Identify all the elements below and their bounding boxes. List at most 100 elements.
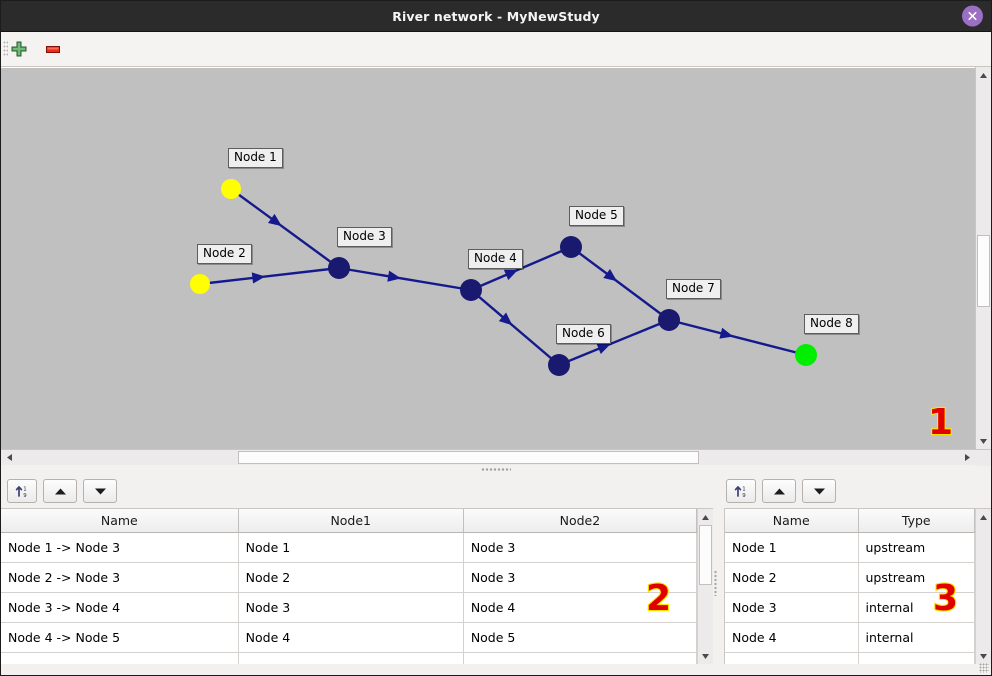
- table-cell[interactable]: Node 1: [725, 532, 859, 563]
- nodes-vscroll-track[interactable]: [976, 525, 991, 648]
- nodes-scroll-up-icon[interactable]: [976, 509, 991, 525]
- nodes-column-header[interactable]: Type: [858, 509, 975, 533]
- delete-node-icon[interactable]: [43, 39, 63, 59]
- nodes-vertical-scrollbar[interactable]: [975, 509, 991, 664]
- table-cell[interactable]: internal: [858, 592, 975, 623]
- annotation-marker-2: 2: [645, 577, 672, 620]
- reaches-vertical-scrollbar[interactable]: [697, 509, 713, 664]
- table-cell[interactable]: Node 3: [725, 592, 859, 623]
- graph-node-label[interactable]: Node 7: [666, 279, 721, 299]
- nodes-move-down-button[interactable]: [802, 479, 836, 503]
- graph-edge[interactable]: [338, 266, 472, 292]
- reaches-column-header[interactable]: Node2: [463, 509, 698, 533]
- table-cell[interactable]: Node 4: [463, 592, 698, 623]
- graph-node-label[interactable]: Node 6: [556, 324, 611, 344]
- graph-edge[interactable]: [558, 318, 670, 367]
- close-icon[interactable]: [962, 5, 983, 27]
- canvas-vertical-scrollbar[interactable]: [975, 67, 991, 449]
- window-resize-grip[interactable]: [979, 663, 989, 673]
- reaches-sort-button[interactable]: 1 9: [7, 479, 37, 503]
- graph-node[interactable]: [795, 344, 817, 366]
- graph-edge[interactable]: [570, 246, 670, 321]
- network-canvas[interactable]: Node 1 Node 2 Node 3 Node 4 Node 5 Node 6 Node…: [1, 67, 975, 449]
- reaches-column-header[interactable]: Node1: [238, 509, 464, 533]
- table-cell[interactable]: Node 4 -> Node 5: [1, 622, 239, 653]
- table-cell[interactable]: Node 3: [463, 562, 698, 593]
- table-cell[interactable]: internal: [858, 622, 975, 653]
- table-cell[interactable]: Node 1: [238, 532, 464, 563]
- vertical-splitter-handle[interactable]: [714, 570, 717, 596]
- scroll-right-icon[interactable]: [959, 450, 975, 465]
- scroll-left-icon[interactable]: [1, 450, 17, 465]
- table-cell[interactable]: Node 4: [238, 622, 464, 653]
- table-cell[interactable]: Node 2: [725, 562, 859, 593]
- graph-edge[interactable]: [199, 266, 340, 286]
- graph-edge[interactable]: [668, 318, 807, 357]
- nodes-column-header[interactable]: Name: [725, 509, 859, 533]
- nodes-scroll-down-icon[interactable]: [976, 648, 991, 664]
- panes-divider[interactable]: [713, 474, 714, 675]
- reaches-vscroll-thumb[interactable]: [699, 525, 712, 585]
- canvas-horizontal-scrollbar[interactable]: [1, 449, 991, 466]
- reaches-column-header[interactable]: Name: [1, 509, 239, 533]
- toolbar-grip[interactable]: [3, 40, 8, 58]
- canvas-vscroll-thumb[interactable]: [977, 235, 990, 307]
- table-cell[interactable]: Node 3 -> Node 4: [1, 592, 239, 623]
- graph-node-label[interactable]: Node 8: [804, 314, 859, 334]
- nodes-sort-button[interactable]: 1 9: [726, 479, 756, 503]
- graph-edge[interactable]: [230, 188, 340, 269]
- table-cell[interactable]: Node 5: [463, 622, 698, 653]
- graph-node-label[interactable]: Node 3: [337, 227, 392, 247]
- graph-node-label[interactable]: Node 5: [569, 206, 624, 226]
- scroll-up-icon[interactable]: [976, 67, 991, 83]
- graph-edge[interactable]: [470, 289, 560, 366]
- scroll-down-icon[interactable]: [976, 433, 991, 449]
- splitter-handle: [481, 468, 511, 471]
- reaches-move-up-button[interactable]: [43, 479, 77, 503]
- horizontal-splitter[interactable]: [1, 465, 991, 474]
- table-cell[interactable]: Node 2: [238, 562, 464, 593]
- canvas-vscroll-track[interactable]: [976, 83, 991, 433]
- table-cell[interactable]: upstream: [858, 562, 975, 593]
- table-cell[interactable]: Node 4: [725, 622, 859, 653]
- table-cell[interactable]: Node 2 -> Node 3: [1, 562, 239, 593]
- canvas-hscroll-track[interactable]: [17, 450, 959, 465]
- graph-node[interactable]: [460, 279, 482, 301]
- graph-node[interactable]: [190, 274, 210, 294]
- add-node-icon[interactable]: [9, 39, 29, 59]
- nodes-move-up-button[interactable]: [762, 479, 796, 503]
- graph-node[interactable]: [548, 354, 570, 376]
- graph-edge-arrow: [498, 312, 513, 326]
- graph-node[interactable]: [560, 236, 582, 258]
- table-cell[interactable]: Node 1 -> Node 3: [1, 532, 239, 563]
- graph-node[interactable]: [221, 179, 241, 199]
- reaches-scroll-down-icon[interactable]: [698, 648, 713, 664]
- graph-node-label[interactable]: Node 1: [228, 148, 283, 168]
- graph-edge-arrow: [719, 327, 734, 339]
- reaches-vscroll-track[interactable]: [698, 525, 713, 648]
- graph-node[interactable]: [658, 309, 680, 331]
- reaches-move-down-button[interactable]: [83, 479, 117, 503]
- table-cell[interactable]: Node 3: [238, 592, 464, 623]
- table-cell[interactable]: upstream: [858, 532, 975, 563]
- canvas-hscroll-thumb[interactable]: [238, 451, 699, 464]
- graph-node-label[interactable]: Node 4: [468, 249, 523, 269]
- graph-node[interactable]: [328, 257, 350, 279]
- reaches-scroll-up-icon[interactable]: [698, 509, 713, 525]
- graph-node-label[interactable]: Node 2: [197, 244, 252, 264]
- table-cell[interactable]: Node 3: [463, 532, 698, 563]
